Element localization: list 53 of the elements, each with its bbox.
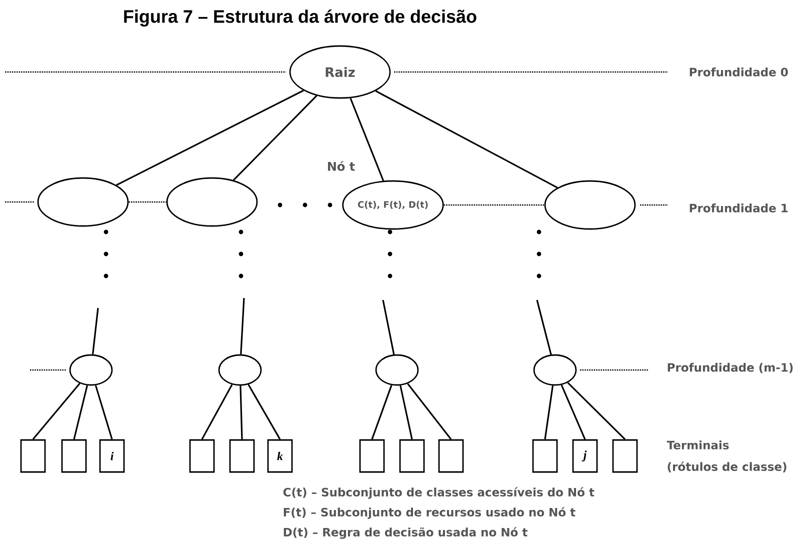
branch-line: [407, 383, 452, 440]
depth-label: Terminais: [666, 440, 729, 450]
depth-label: (rótulos de classe): [668, 462, 786, 472]
depth-label: Profundidade (m-1): [668, 362, 793, 374]
root-node: Raiz: [289, 45, 391, 99]
depth-label: C(t) – Subconjunto de classes acessíveis do Nó t: [283, 487, 594, 499]
branch-line: [92, 308, 99, 354]
branch-line: [116, 90, 304, 186]
branch-line: [382, 300, 395, 355]
tree-node: [166, 177, 258, 227]
depth-label: D(t) – Regra de decisão usada no Nó t: [284, 527, 528, 539]
node-caption: Nó t: [328, 161, 355, 171]
depth-label: F(t) – Subconjunto de recursos usado no Nó t: [284, 507, 576, 519]
tree-node: C(t), F(t), D(t): [342, 180, 444, 230]
terminal-box: [399, 439, 425, 473]
branch-line: [350, 98, 384, 182]
terminal-box: [61, 439, 87, 473]
branch-line: [94, 385, 113, 440]
branch-line: [248, 384, 281, 440]
dotted-line: [444, 204, 544, 206]
tree-node: [533, 354, 577, 386]
branch-line: [32, 382, 80, 440]
figure-title: Figura 7 – Estrutura da árvore de decisão: [124, 9, 476, 26]
terminal-box: k: [267, 439, 293, 473]
terminal-box: [189, 439, 215, 473]
tree-node: [218, 354, 262, 386]
terminal-box: [612, 439, 638, 473]
branch-line: [232, 95, 318, 181]
branch-line: [567, 382, 626, 440]
terminal-box: j: [572, 439, 598, 473]
branch-line: [544, 386, 554, 440]
terminal-box: [20, 439, 46, 473]
branch-line: [240, 386, 243, 440]
branch-line: [375, 90, 558, 188]
branch-line: [536, 300, 552, 355]
tree-node: [544, 180, 636, 230]
branch-line: [560, 384, 586, 440]
terminal-box: [229, 439, 255, 473]
branch-line: [400, 385, 413, 440]
depth-label: Profundidade 0: [690, 68, 788, 76]
branch-line: [240, 298, 245, 354]
terminal-box: [359, 439, 385, 473]
depth-label: Profundidade 1: [690, 204, 788, 212]
tree-node: [375, 354, 419, 386]
branch-line: [201, 384, 233, 440]
tree-node: [37, 177, 129, 227]
branch-line: [371, 384, 392, 440]
terminal-box: i: [99, 439, 125, 473]
terminal-box: [532, 439, 558, 473]
terminal-box: [438, 439, 464, 473]
branch-line: [73, 385, 88, 440]
tree-node: [69, 354, 113, 386]
dotted-line: [128, 201, 166, 203]
